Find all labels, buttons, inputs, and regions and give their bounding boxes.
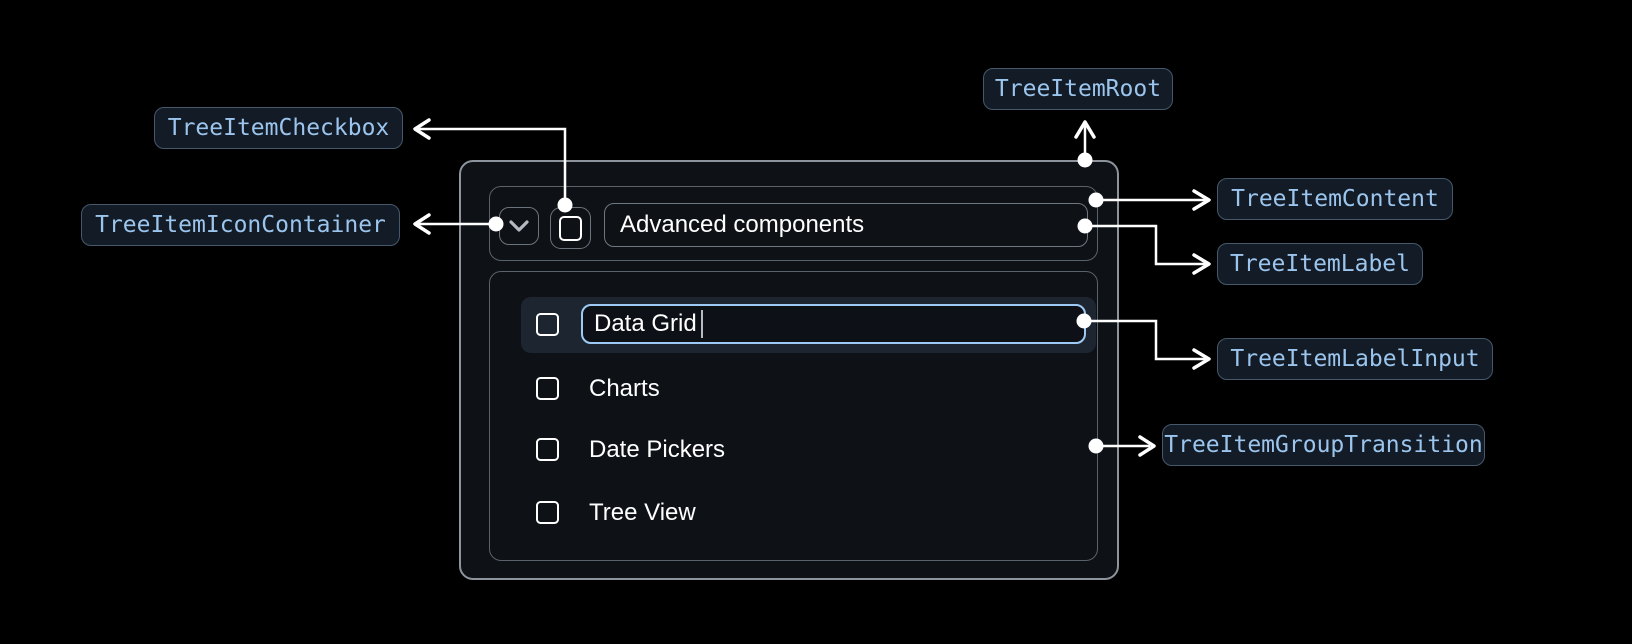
annotation-label: TreeItemLabelInput (1230, 346, 1480, 372)
tree-item-row[interactable]: Date Pickers (536, 435, 726, 463)
annotation-tree-item-group-transition: TreeItemGroupTransition (1162, 424, 1485, 466)
checkbox-unchecked-icon (559, 215, 582, 241)
tree-item-label-input[interactable]: Data Grid (581, 304, 1086, 344)
arrowhead-up (1074, 120, 1096, 139)
tree-item-label-text: Tree View (589, 498, 696, 526)
annotation-label: TreeItemLabel (1229, 251, 1410, 277)
arrowhead-right (1192, 253, 1211, 275)
tree-item-label-text: Charts (589, 374, 660, 402)
annotation-label: TreeItemGroupTransition (1164, 432, 1483, 458)
checkbox-unchecked-icon[interactable] (536, 501, 559, 524)
annotation-tree-item-label: TreeItemLabel (1217, 243, 1423, 285)
tree-item-group-transition: Data Grid Charts Date Pickers Tree View (489, 271, 1098, 561)
arrowhead-left (413, 118, 431, 140)
chevron-down-icon (509, 220, 529, 232)
checkbox-unchecked-icon[interactable] (536, 438, 559, 461)
checkbox-unchecked-icon[interactable] (536, 313, 559, 336)
arrowhead-right (1138, 435, 1156, 457)
annotation-tree-item-checkbox: TreeItemCheckbox (154, 107, 403, 149)
parent-label-text: Advanced components (620, 211, 865, 238)
tree-item-row[interactable]: Charts (536, 374, 660, 402)
tree-item-root: Advanced components Data Grid Charts Dat… (459, 160, 1119, 580)
checkbox-unchecked-icon[interactable] (536, 377, 559, 400)
annotation-tree-item-content: TreeItemContent (1217, 178, 1453, 220)
tree-item-content[interactable]: Advanced components (489, 186, 1098, 261)
tree-item-checkbox[interactable] (550, 207, 591, 249)
annotation-tree-item-root: TreeItemRoot (983, 68, 1173, 110)
tree-item-label-text: Date Pickers (589, 435, 726, 463)
arrowhead-right (1192, 189, 1211, 211)
annotation-label: TreeItemIconContainer (95, 212, 386, 238)
label-input-value: Data Grid (594, 310, 697, 337)
annotation-label: TreeItemCheckbox (167, 115, 390, 141)
annotation-tree-item-label-input: TreeItemLabelInput (1217, 338, 1493, 380)
arrowhead-left (413, 213, 431, 235)
tree-item-row-editing[interactable]: Data Grid (521, 297, 1096, 353)
annotation-tree-item-icon-container: TreeItemIconContainer (81, 204, 400, 246)
text-caret (700, 310, 704, 338)
arrowhead-right (1192, 348, 1211, 370)
annotation-label: TreeItemContent (1231, 186, 1439, 212)
annotation-label: TreeItemRoot (994, 76, 1162, 102)
tree-item-label[interactable]: Advanced components (604, 203, 1088, 247)
tree-item-row[interactable]: Tree View (536, 498, 696, 526)
tree-item-icon-container[interactable] (499, 207, 539, 245)
